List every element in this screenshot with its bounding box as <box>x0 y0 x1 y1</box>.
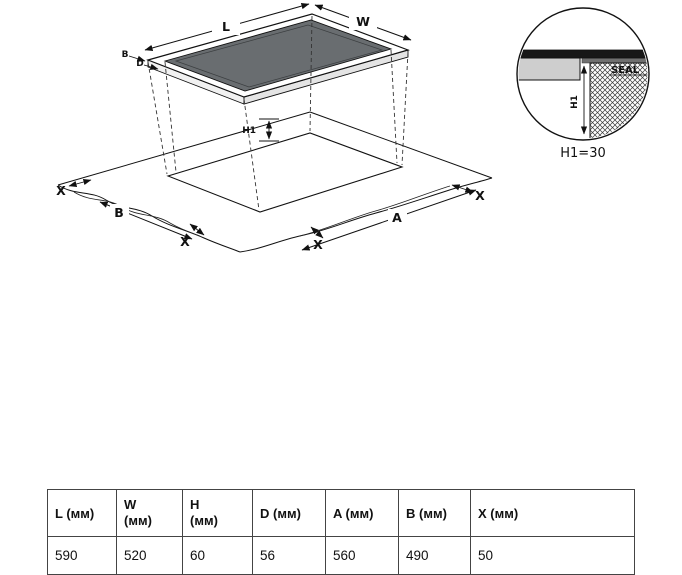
detail-h1-value: H1=30 <box>560 146 605 161</box>
hob-glass-section <box>518 49 648 59</box>
detail-circle <box>516 7 650 141</box>
projection-lines <box>147 15 409 211</box>
break-line-right <box>299 185 451 237</box>
value-cell-d: 56 <box>252 536 326 575</box>
value-cell-h: 60 <box>182 536 253 575</box>
edge-d-label: D <box>136 59 143 69</box>
dim-x-bottom-left: X <box>180 223 205 249</box>
dim-width: W <box>314 4 412 41</box>
worktop-section <box>518 57 581 81</box>
side-a-label: A <box>392 210 402 225</box>
dim-edge-d: D <box>136 59 159 70</box>
seal-detail-view: SEAL H1 H1=30 <box>516 7 650 161</box>
detail-h1-label: H1 <box>570 95 580 109</box>
worktop-cutout-view <box>57 111 493 253</box>
table-value-row: 590 520 60 56 560 490 50 <box>47 536 635 575</box>
header-cell-a: A (мм) <box>325 489 399 537</box>
length-label: L <box>222 19 230 34</box>
value-cell-l: 590 <box>47 536 117 575</box>
seal-strip <box>581 57 648 64</box>
table-header-row: L (мм) W (мм) H (мм) D (мм) A (мм) B (мм… <box>47 489 635 537</box>
cutout-opening <box>166 132 404 213</box>
seal-label: SEAL <box>611 65 640 76</box>
dim-h1-cutout: H1 <box>242 118 279 142</box>
dim-x-right: X <box>451 184 485 203</box>
dim-x-left: X <box>56 178 92 198</box>
edge-b-label: B <box>122 50 129 60</box>
value-cell-a: 560 <box>325 536 399 575</box>
x-bottom-left-label: X <box>180 234 190 249</box>
dimensions-table: L (мм) W (мм) H (мм) D (мм) A (мм) B (мм… <box>47 489 635 575</box>
x-left-label: X <box>56 183 66 198</box>
dim-a-side: A <box>301 189 477 251</box>
x-right-label: X <box>475 188 485 203</box>
header-cell-w-text: W (мм) <box>124 496 152 528</box>
header-cell-w: W (мм) <box>116 489 183 537</box>
header-cell-h-text: H (мм) <box>190 496 218 528</box>
header-cell-b: B (мм) <box>398 489 471 537</box>
header-cell-l: L (мм) <box>47 489 117 537</box>
header-cell-h: H (мм) <box>182 489 253 537</box>
value-cell-x: 50 <box>470 536 635 575</box>
dim-length: L <box>144 3 310 51</box>
dim-edge-b: B <box>122 50 146 62</box>
width-label: W <box>356 14 370 29</box>
value-cell-b: 490 <box>398 536 471 575</box>
side-b-label: B <box>114 205 124 220</box>
worktop-front-left-break <box>57 184 241 253</box>
header-cell-d: D (мм) <box>252 489 326 537</box>
header-cell-x: X (мм) <box>470 489 635 537</box>
value-cell-w: 520 <box>116 536 183 575</box>
installation-diagram: L W B D H1 X <box>56 3 650 253</box>
dim-b-side: B <box>99 201 193 240</box>
cutout-h1-label: H1 <box>242 126 256 136</box>
